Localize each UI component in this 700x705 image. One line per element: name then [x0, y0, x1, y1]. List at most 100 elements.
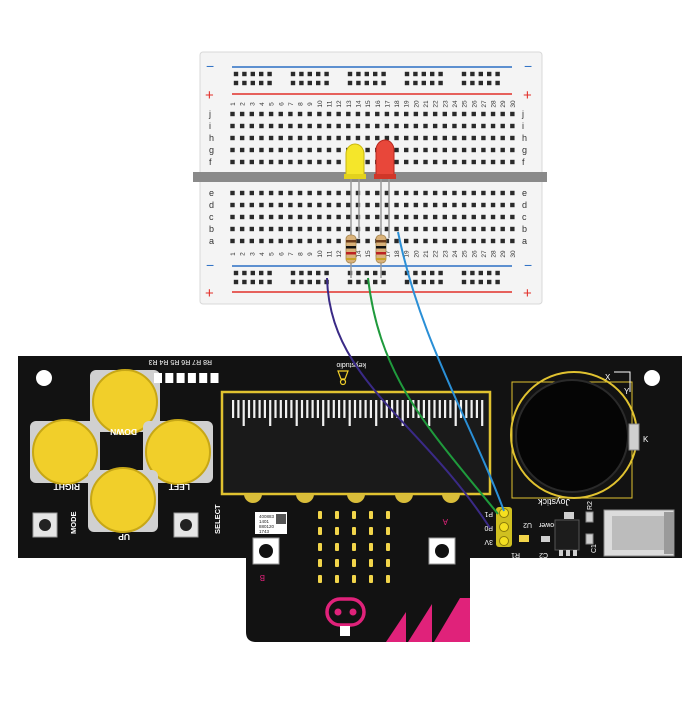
matrix-led [335, 511, 339, 519]
rail-minus-left-top: − [206, 58, 214, 74]
microbit-button-b[interactable]: B [252, 537, 280, 582]
button-right[interactable]: RIGHT [30, 419, 100, 492]
rail-hole [299, 279, 304, 285]
breadboard-hole [375, 214, 380, 220]
button-b-cap[interactable] [259, 544, 273, 558]
rail-hole [470, 71, 475, 77]
row-letter: c [209, 212, 214, 222]
breadboard-hole [307, 202, 312, 208]
breadboard-hole [317, 111, 322, 117]
power-label: power [538, 521, 558, 528]
breadboard-hole [288, 202, 293, 208]
edge-pad [395, 494, 413, 503]
rail-hole [430, 71, 435, 77]
button-up[interactable]: UP [88, 467, 158, 542]
rail-hole [495, 279, 500, 285]
button-up-cap[interactable] [90, 467, 156, 533]
matrix-led [335, 543, 339, 551]
select-button-cap[interactable] [180, 519, 192, 531]
breadboard-hole [317, 202, 322, 208]
mode-button[interactable]: MODE [32, 512, 78, 538]
pin-p0[interactable] [499, 522, 509, 532]
column-number: 29 [500, 100, 507, 108]
column-number: 3 [249, 102, 256, 106]
breadboard-hole [288, 159, 293, 165]
breadboard-hole [452, 159, 457, 165]
led-yellow [344, 143, 366, 238]
row-letter: e [209, 188, 214, 198]
rail-hole [421, 279, 426, 285]
breadboard-hole [278, 238, 283, 244]
breadboard-hole [432, 123, 438, 129]
breadboard-hole [317, 123, 322, 129]
column-number: 21 [423, 100, 430, 108]
joystick-knob[interactable] [515, 379, 629, 493]
breadboard-hole [326, 147, 332, 153]
breadboard-hole [268, 159, 274, 165]
brand-label: keystudio [336, 361, 366, 368]
mode-button-cap[interactable] [39, 519, 51, 531]
column-number: 2 [240, 102, 247, 106]
row-letter: h [522, 133, 527, 143]
rail-minus-left-bottom: − [206, 257, 214, 273]
pin-3v[interactable] [499, 536, 509, 546]
breadboard-hole [413, 190, 419, 196]
select-button[interactable]: SELECT [173, 504, 222, 538]
logo-dot-left [334, 608, 342, 616]
breadboard-hole [375, 190, 380, 196]
breadboard-hole [384, 214, 390, 220]
breadboard-hole [375, 202, 380, 208]
rail-hole [324, 270, 329, 276]
breadboard-hole [490, 159, 496, 165]
breadboard-hole [288, 190, 293, 196]
breadboard-hole [413, 226, 419, 232]
button-down[interactable]: DOWN [90, 369, 160, 437]
button-a-cap[interactable] [435, 544, 449, 558]
button-left[interactable]: LEFT [143, 419, 213, 492]
breadboard-hole [490, 226, 496, 232]
button-down-cap[interactable] [92, 369, 158, 435]
breadboard-hole [471, 147, 476, 153]
breadboard-hole [500, 214, 505, 220]
column-number: 24 [452, 100, 459, 108]
joystick-board: DOWN RIGHT LEFT UP MODE SELECT [18, 356, 682, 642]
button-left-cap[interactable] [145, 419, 211, 485]
breadboard-hole [384, 123, 390, 129]
breadboard-hole [326, 214, 332, 220]
breadboard-hole [490, 190, 496, 196]
breadboard-hole [394, 214, 399, 220]
edge-pin [391, 400, 394, 418]
breadboard-hole [336, 147, 341, 153]
rail-hole [438, 80, 443, 86]
edge-pad [347, 494, 365, 503]
edge-pin [338, 400, 341, 418]
matrix-led [352, 511, 356, 519]
matrix-led [369, 543, 373, 551]
breadboard-hole [510, 111, 515, 117]
rail-hole [421, 270, 426, 276]
joystick[interactable]: K X Y Joystick [510, 371, 649, 507]
breadboard-hole [452, 238, 457, 244]
matrix-led [369, 575, 373, 583]
button-right-cap[interactable] [32, 419, 98, 485]
rail-hole [461, 80, 467, 86]
breadboard-hole [500, 226, 505, 232]
breadboard-hole [413, 159, 419, 165]
breadboard-hole [297, 147, 303, 153]
matrix-led [386, 559, 390, 567]
edge-pin [375, 400, 378, 426]
rail-plus-left-bottom: + [205, 285, 214, 302]
matrix-led [335, 575, 339, 583]
breadboard-hole [297, 190, 303, 196]
breadboard-hole [404, 202, 409, 208]
microbit-button-a[interactable]: A [428, 517, 456, 565]
breadboard-hole [307, 190, 312, 196]
breadboard-hole [394, 135, 399, 141]
power-connector[interactable] [603, 509, 675, 557]
edge-pin [279, 400, 282, 418]
breadboard-hole [384, 226, 390, 232]
matrix-led [352, 559, 356, 567]
breadboard-hole [365, 135, 370, 141]
edge-pin [300, 400, 304, 418]
